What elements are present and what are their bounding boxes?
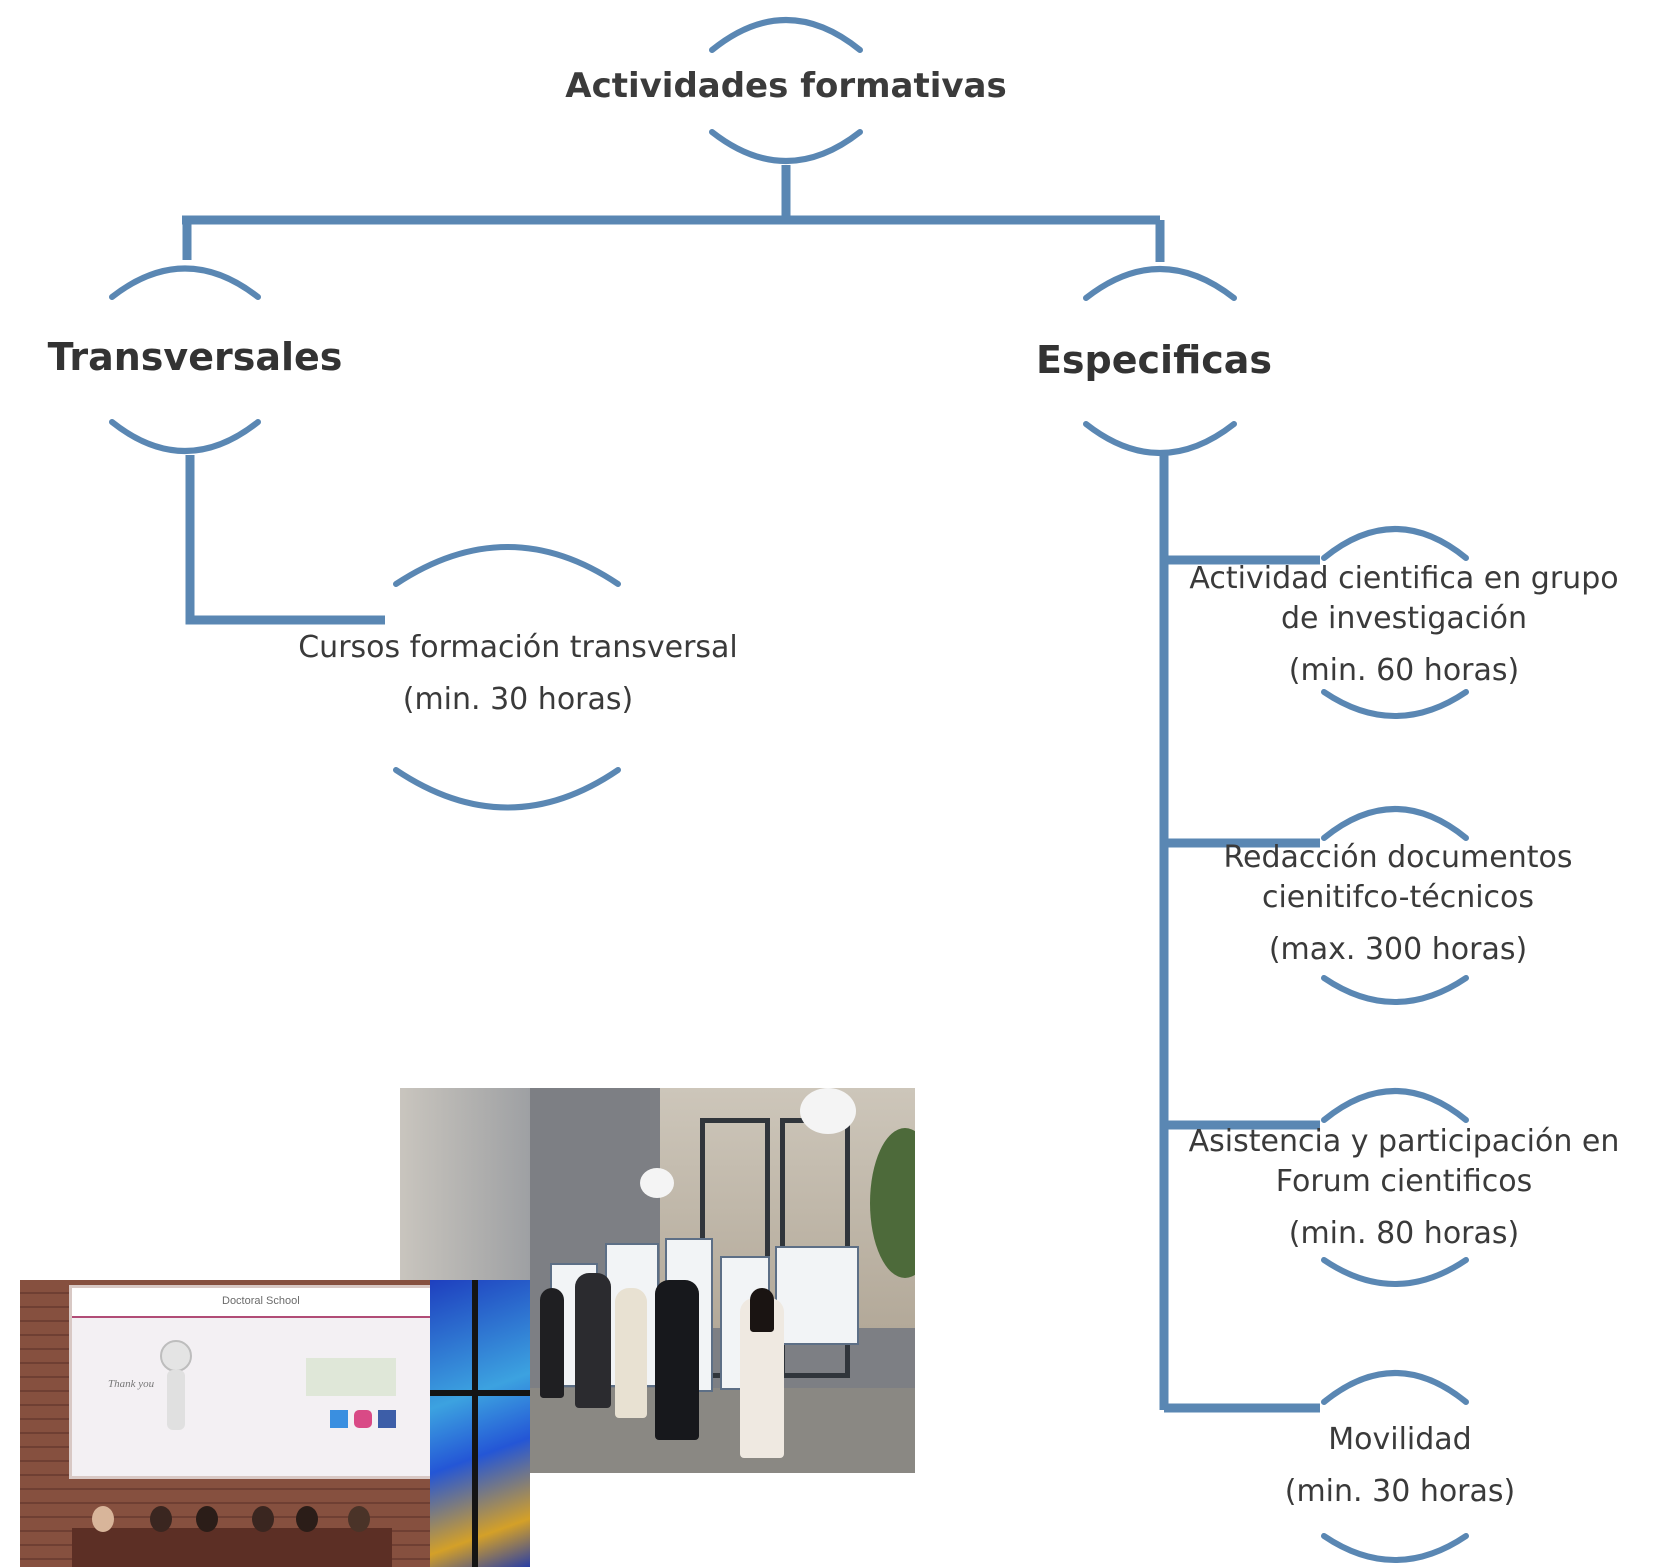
instagram-icon [354, 1410, 372, 1428]
esp-item-3-line1: Asistencia y participación en [1188, 1124, 1620, 1159]
transversales-node-label: Transversales [47, 335, 343, 379]
esp-item-2-bracket-top [1321, 806, 1469, 841]
esp-item-4-line1: Movilidad [1328, 1422, 1472, 1457]
root-node-label: Actividades formativas [565, 66, 1007, 106]
panelist [296, 1506, 318, 1532]
esp-item-2-line1: Redacción documentos [1223, 840, 1573, 875]
esp-item-1-bracket-bottom [1321, 689, 1469, 719]
panelist [196, 1506, 218, 1532]
cursos-hours: (min. 30 horas) [402, 682, 634, 717]
cursos-label: Cursos formación transversal [298, 630, 738, 665]
panelist [92, 1506, 114, 1532]
attendee [615, 1288, 647, 1418]
slide-figure-body [167, 1370, 185, 1430]
panelist [150, 1506, 172, 1532]
root-bracket-bottom [709, 129, 863, 164]
slide-header: Doctoral School [72, 1288, 430, 1318]
transversales-bracket-bottom [109, 419, 261, 454]
esp-item-2-bracket-bottom [1321, 975, 1469, 1005]
cursos-bracket-bottom [393, 767, 621, 811]
stained-glass-window [430, 1280, 530, 1567]
attendee [575, 1273, 611, 1408]
attendee-hair [750, 1288, 774, 1332]
esp-item-3-node: Asistencia y participación en Forum cien… [1189, 1122, 1620, 1254]
window-mullion [472, 1280, 478, 1567]
panelist [348, 1506, 370, 1532]
slide-thank-you: Thank you [108, 1378, 155, 1390]
especificas-bracket-bottom [1083, 421, 1237, 456]
twitter-icon [330, 1410, 348, 1428]
poster-board [775, 1246, 859, 1345]
panel-table [72, 1528, 392, 1567]
ceiling-lamp [640, 1168, 674, 1198]
esp-item-4-bracket-bottom [1321, 1533, 1469, 1563]
esp-item-3-hours: (min. 80 horas) [1288, 1216, 1520, 1251]
esp-item-1-hours: (min. 60 horas) [1288, 653, 1520, 688]
esp-item-1-line1: Actividad cientifica en grupo [1189, 561, 1619, 596]
auditorium-photo: Doctoral School Thank you [20, 1280, 530, 1567]
root-bracket-top [709, 17, 863, 53]
esp-item-1-node: Actividad cientifica en grupo de investi… [1189, 559, 1618, 691]
especificas-bracket-top [1083, 266, 1237, 301]
cursos-bracket-top [393, 544, 621, 587]
esp-item-4-hours: (min. 30 horas) [1284, 1474, 1516, 1509]
attendee [540, 1288, 564, 1398]
window-transom [430, 1390, 530, 1396]
esp-item-4-node: Movilidad (min. 30 horas) [1285, 1420, 1515, 1512]
cursos-node: Cursos formación transversal (min. 30 ho… [298, 628, 738, 720]
slide-text-box [306, 1358, 396, 1396]
esp-item-1-bracket-top [1321, 526, 1469, 561]
attendee [655, 1280, 699, 1440]
esp-item-1-line2: de investigación [1281, 601, 1527, 636]
esp-item-2-node: Redacción documentos cienitifco-técnicos… [1224, 838, 1573, 970]
especificas-node-label: Especificas [1035, 338, 1273, 382]
slide-title: Doctoral School [222, 1295, 300, 1307]
esp-item-3-bracket-bottom [1321, 1257, 1469, 1287]
ceiling-lamp [800, 1088, 856, 1134]
esp-item-4-bracket-top [1321, 1370, 1469, 1405]
esp-item-3-bracket-top [1321, 1088, 1469, 1123]
panelist [252, 1506, 274, 1532]
facebook-icon [378, 1410, 396, 1428]
esp-item-2-hours: (max. 300 horas) [1268, 932, 1528, 967]
esp-item-2-line2: cienitifco-técnicos [1261, 880, 1535, 915]
esp-item-3-line2: Forum cientificos [1275, 1164, 1533, 1199]
connector-transversales-down [185, 455, 385, 625]
slide-figure-head [160, 1340, 192, 1372]
transversales-bracket-top [109, 265, 261, 300]
